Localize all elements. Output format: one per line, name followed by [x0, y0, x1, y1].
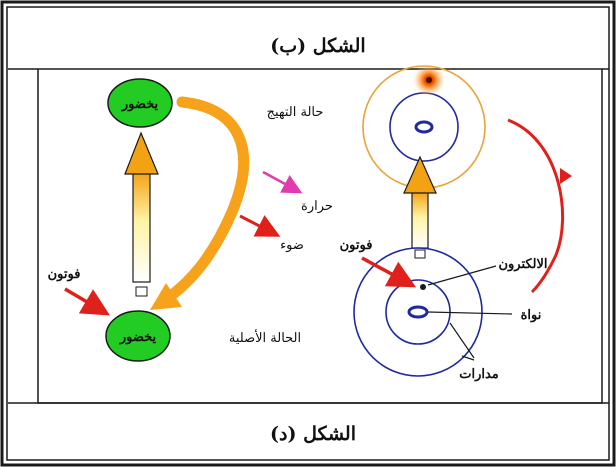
- excitation-shaft: [132, 171, 151, 283]
- lower-outer-orbit: [353, 247, 483, 377]
- right-photon-arrow: [361, 256, 417, 288]
- excitation-gap-box: [135, 286, 148, 297]
- excitation-head: [124, 131, 159, 175]
- inner-border: [6, 6, 610, 461]
- top-caption: الشكل (ب): [270, 35, 365, 57]
- left-photon-arrow: [64, 287, 111, 316]
- upper-node-label: يخضور: [121, 97, 159, 112]
- orbits-label: مدارات: [459, 367, 499, 382]
- right-excitation-head: [403, 155, 437, 194]
- return-arrow-mark: [560, 168, 572, 184]
- right-photon-label: فوتون: [340, 238, 373, 253]
- left-photon-label: فوتون: [48, 267, 81, 282]
- nucleus-label: نواة: [521, 308, 542, 323]
- heat-label: حرارة: [301, 199, 333, 214]
- right-diagram: فوتون الالكترون نواة مدارات: [340, 64, 572, 382]
- bottom-caption: الشكل (د): [270, 423, 356, 445]
- right-excitation-shaft: [411, 191, 429, 249]
- return-arrow: [507, 118, 565, 294]
- left-diagram: يخضور يخضور حالة التهيج الحالة الأصلية ح…: [48, 78, 333, 362]
- excited-state-label: حالة التهيج: [267, 105, 324, 120]
- electron-leader: [427, 265, 497, 286]
- right-excitation-tail: [414, 249, 426, 259]
- light-label: ضوء: [280, 238, 304, 253]
- excited-electron: [426, 77, 432, 83]
- orbits-leader-outer: [461, 355, 475, 361]
- nucleus-leader: [427, 311, 513, 315]
- ground-electron: [420, 284, 426, 290]
- lower-chlorophyll-node: [105, 310, 171, 362]
- heat-arrow: [262, 170, 303, 194]
- deexcitation-arrow: [162, 96, 250, 304]
- ground-state-label: الحالة الأصلية: [229, 329, 301, 346]
- light-arrow: [239, 214, 281, 237]
- lower-nucleus: [407, 305, 429, 319]
- deexcitation-arrow-head: [150, 283, 182, 310]
- electron-label: الالكترون: [498, 257, 547, 272]
- lower-node-label: يخضور: [119, 330, 157, 345]
- upper-nucleus: [414, 120, 434, 134]
- upper-chlorophyll-node: [107, 78, 173, 128]
- orbits-leader-inner: [449, 322, 475, 359]
